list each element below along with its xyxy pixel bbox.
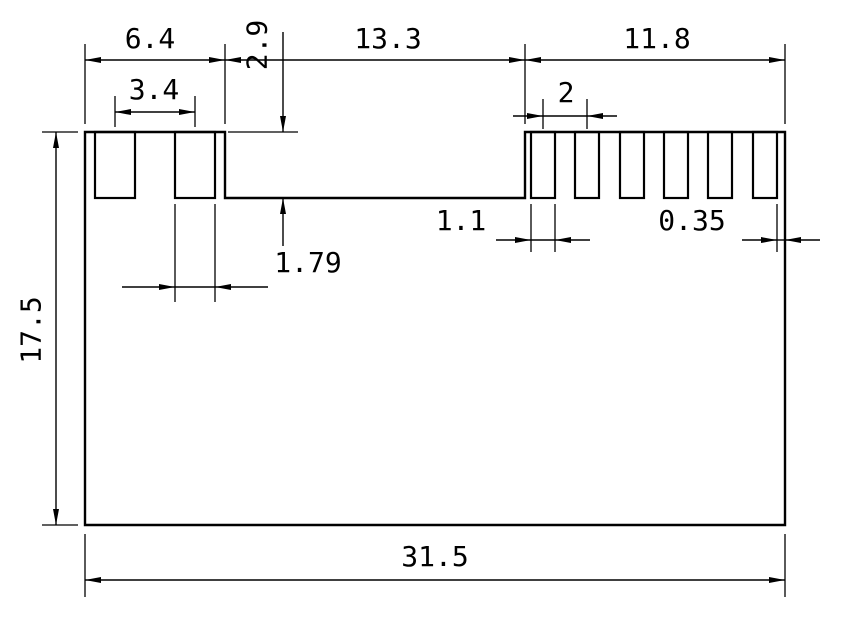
dim-label-right-slot-pitch: 2 xyxy=(558,76,575,109)
right-slot-5 xyxy=(706,130,734,200)
dim-left-section-width: 6.4 xyxy=(85,22,225,63)
dim-center-section-width: 13.3 xyxy=(225,22,525,63)
part-body-outline xyxy=(83,130,787,527)
left-slot-1 xyxy=(93,130,137,200)
dim-label-overall-width: 31.5 xyxy=(401,540,468,573)
dim-label-right-section-width: 11.8 xyxy=(623,22,690,55)
dim-step-depth: 2.9 xyxy=(241,20,286,246)
dim-overall-width: 31.5 xyxy=(85,540,785,583)
dim-label-left-section-width: 6.4 xyxy=(125,22,176,55)
dim-right-slot-pitch: 2 xyxy=(513,76,617,119)
dim-label-left-slot-width: 1.79 xyxy=(274,246,341,279)
right-slot-4 xyxy=(662,130,690,200)
right-slot-3 xyxy=(618,130,646,200)
dim-overall-height: 17.5 xyxy=(15,132,59,525)
dim-right-slot-width: 1.1 xyxy=(436,204,590,243)
dim-label-center-section-width: 13.3 xyxy=(354,22,421,55)
dim-left-slot-width: 1.79 xyxy=(122,246,342,290)
dim-label-left-slot-pitch: 3.4 xyxy=(129,73,180,106)
left-slot-2 xyxy=(173,130,217,200)
right-slot-1 xyxy=(529,130,557,200)
extension-lines xyxy=(42,44,786,597)
dim-label-overall-height: 17.5 xyxy=(15,296,48,363)
dim-right-section-width: 11.8 xyxy=(525,22,785,63)
right-slot-2 xyxy=(573,130,601,200)
dim-label-right-slot-width: 1.1 xyxy=(436,204,487,237)
dim-label-step-depth: 2.9 xyxy=(241,20,274,71)
part-outline xyxy=(83,130,787,527)
dim-right-edge-offset: 0.35 xyxy=(658,204,820,243)
right-slot-6 xyxy=(751,130,779,200)
dim-left-slot-pitch: 3.4 xyxy=(115,73,195,115)
dim-label-right-edge-offset: 0.35 xyxy=(658,204,725,237)
